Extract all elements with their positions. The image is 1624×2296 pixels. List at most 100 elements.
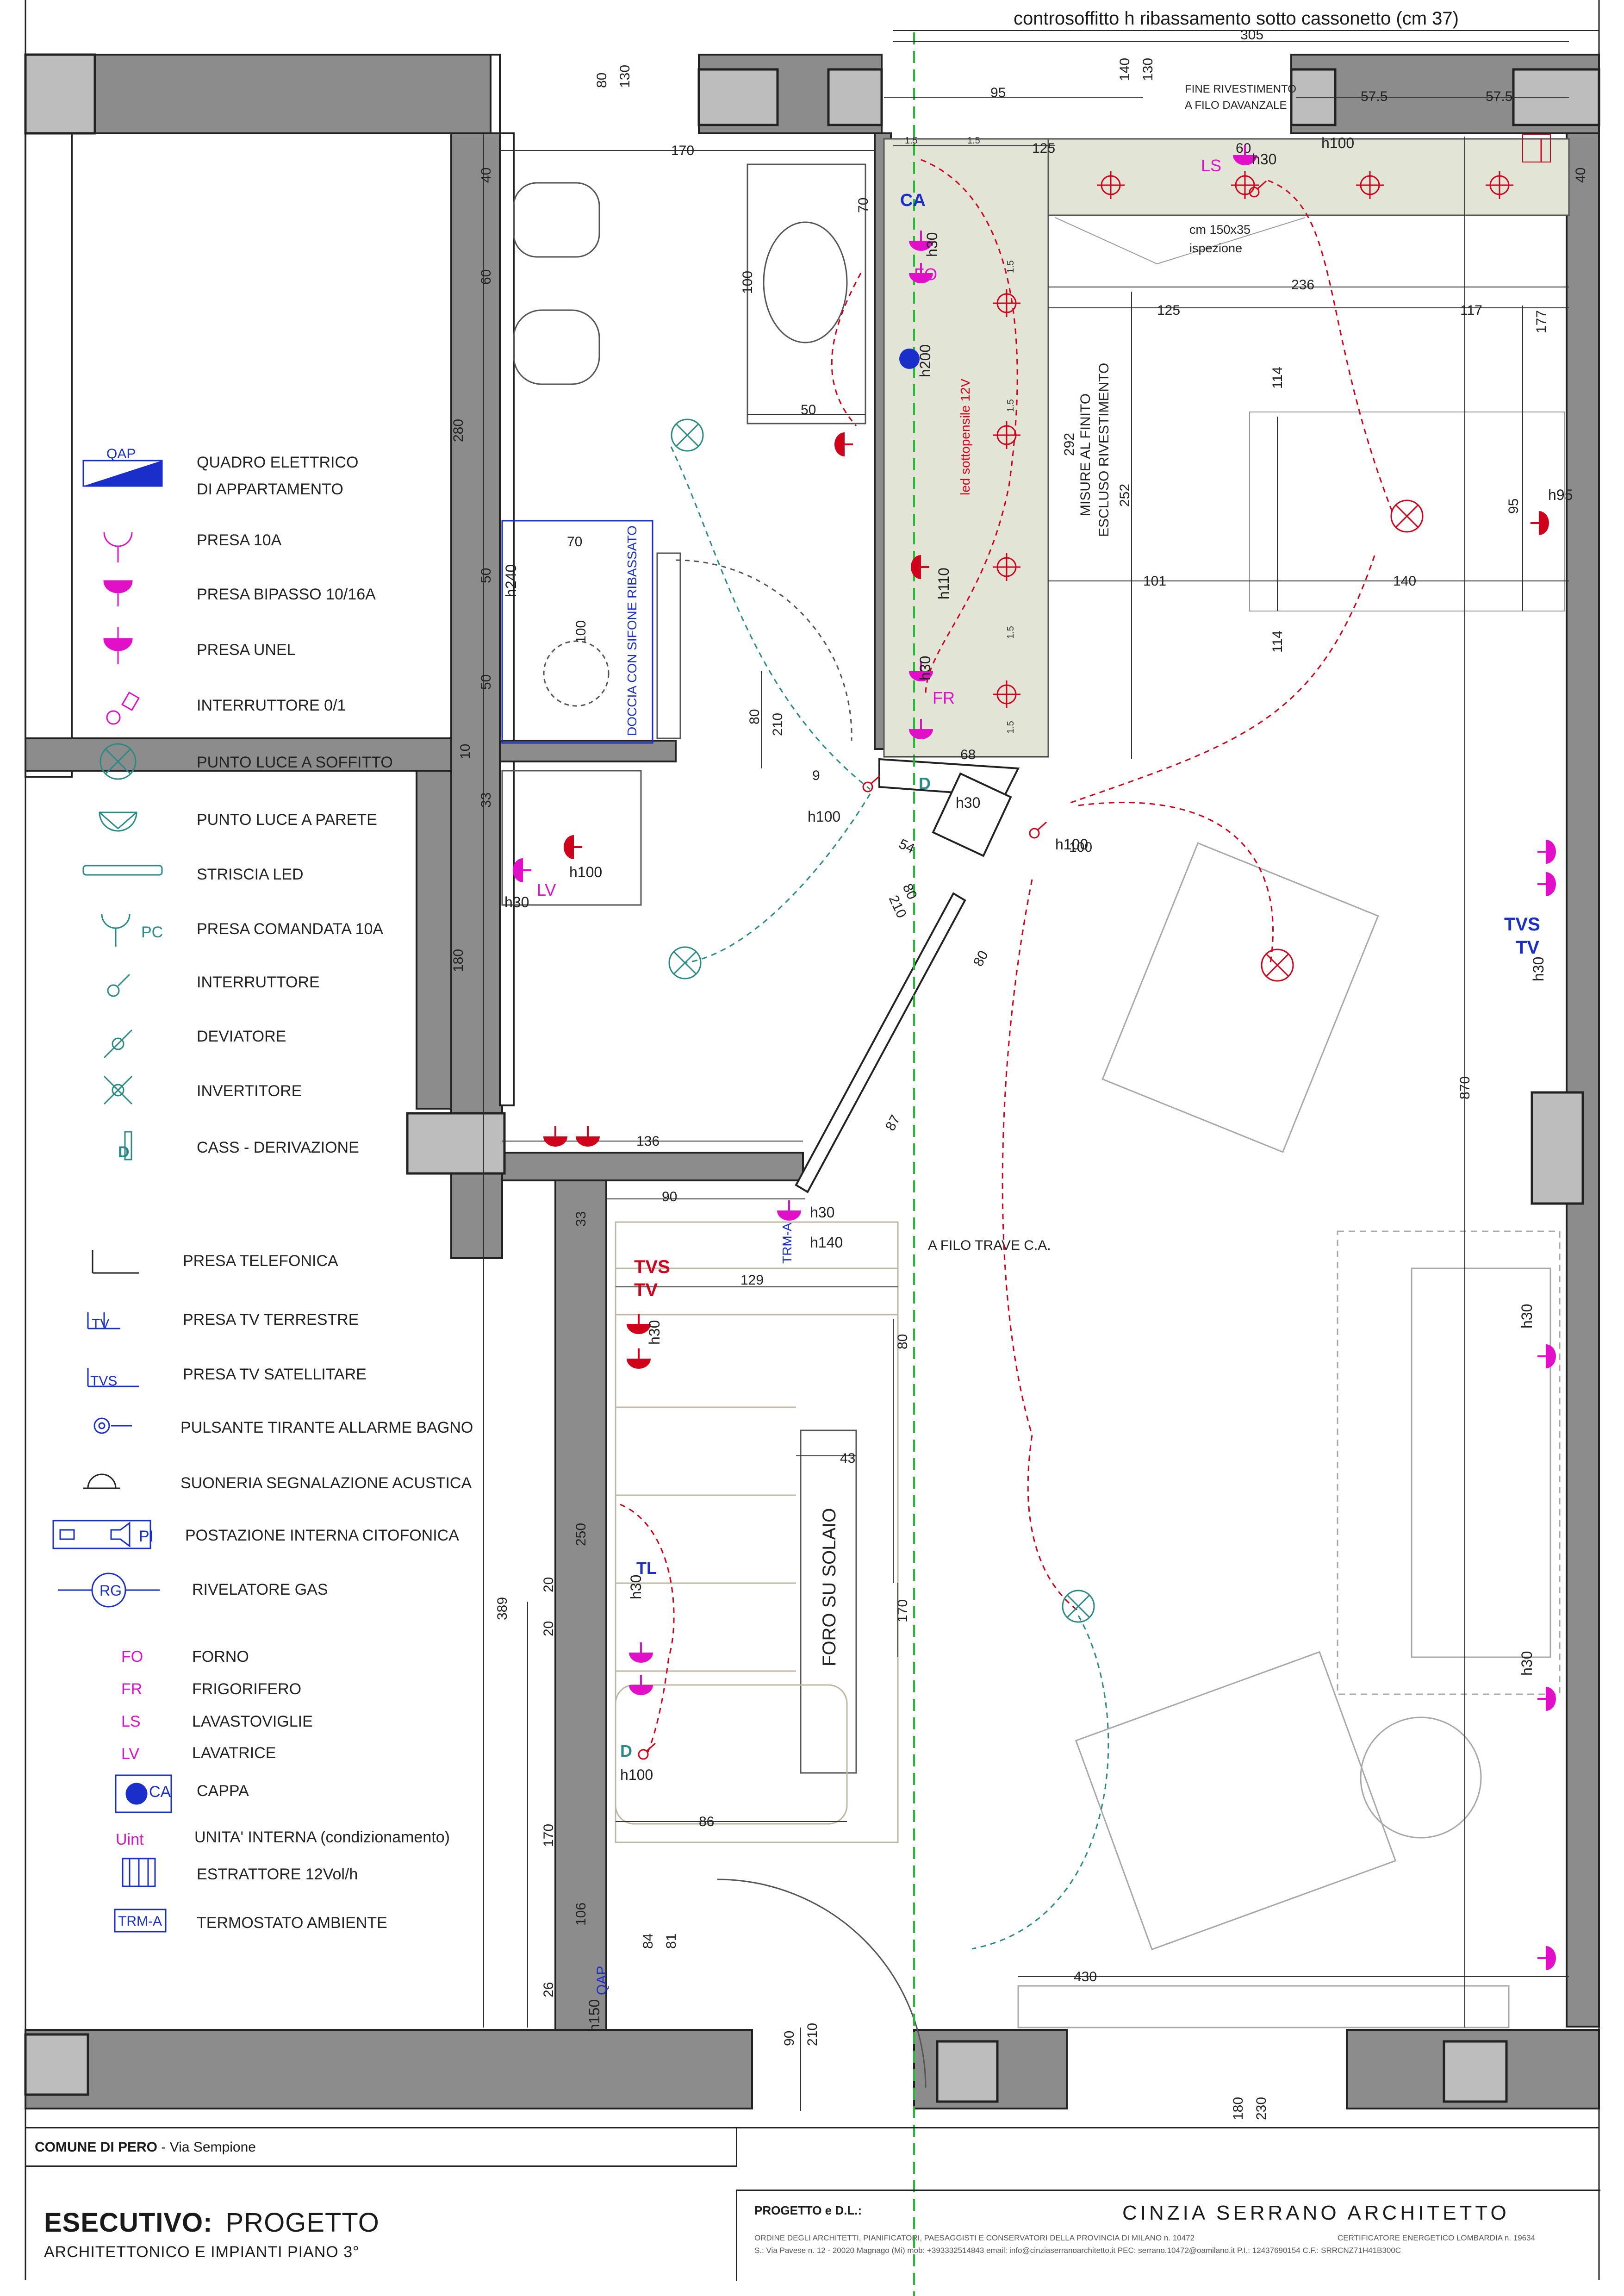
dim-1-5d: 1.5	[1006, 399, 1016, 412]
dim-125a: 125	[1032, 141, 1055, 156]
height-label: h30	[956, 794, 980, 811]
legend-label: TERMOSTATO AMBIENTE	[197, 1914, 387, 1932]
legend-tag-pc: PC	[141, 923, 163, 941]
socket-icon	[512, 857, 532, 883]
dim-90b: 90	[782, 2031, 797, 2046]
dim-33b: 33	[573, 1211, 589, 1227]
socket-bipasso-icon	[626, 1348, 652, 1370]
legend-label: PRESA TV TERRESTRE	[183, 1311, 359, 1329]
site-name: COMUNE DI PERO	[35, 2140, 158, 2155]
dim-20a: 20	[541, 1577, 556, 1592]
bathroom-fixtures	[501, 163, 866, 906]
height-label: h30	[924, 232, 940, 257]
legend-label: RIVELATORE GAS	[192, 1581, 328, 1598]
legend-label: FRIGORIFERO	[192, 1680, 301, 1698]
credit-label: PROGETTO e D.L.:	[754, 2203, 862, 2217]
ceiling-lights	[668, 170, 1514, 1623]
dim-9: 9	[812, 768, 820, 783]
height-label: h100	[569, 864, 602, 880]
oven-tag: FO	[914, 265, 937, 284]
contacts-text: S.: Via Pavese n. 12 - 20020 Magnago (Mi…	[754, 2246, 1401, 2255]
dim-114a: 114	[1270, 367, 1285, 389]
legend-label: PRESA 10A	[197, 531, 282, 549]
dim-86: 86	[699, 1814, 714, 1829]
dim-170a: 170	[671, 143, 694, 158]
dim-1-5a: 1.5	[905, 136, 918, 146]
hood-tag: CA	[900, 191, 926, 210]
phase-title: ESECUTIVO:	[44, 2208, 213, 2238]
header-note: controsoffitto h ribassamento sotto cass…	[1014, 8, 1459, 29]
height-label: h30	[628, 1575, 644, 1599]
title-block	[25, 2127, 1599, 2281]
dim-43: 43	[840, 1451, 855, 1466]
fridge-tag: FR	[933, 688, 955, 707]
note-doccia: DOCCIA CON SIFONE RIBASSATO	[625, 525, 639, 736]
dim-70b: 70	[567, 534, 582, 549]
legend-label: INTERRUTTORE	[197, 973, 320, 991]
note-escluso-rivestimento: ESCLUSO RIVESTIMENTO	[1096, 363, 1112, 537]
legend-label: LAVATRICE	[192, 1744, 276, 1762]
dim-50b: 50	[479, 568, 494, 583]
dim-80a: 80	[594, 73, 610, 88]
site-street: - Via Sempione	[161, 2140, 256, 2155]
legend-tag-rg: RG	[100, 1582, 122, 1599]
legend-label: STRISCIA LED	[197, 866, 304, 883]
height-label: h200	[917, 344, 933, 377]
note-ispezione-size: cm 150x35	[1189, 223, 1251, 237]
dim-40a: 40	[479, 168, 494, 183]
legend-label: SUONERIA SEGNALAZIONE ACUSTICA	[180, 1474, 472, 1492]
legend-label: DI APPARTAMENTO	[197, 480, 343, 498]
dim-210c: 210	[805, 2023, 820, 2046]
legend-label: INTERRUTTORE 0/1	[197, 697, 346, 714]
height-label: h110	[935, 568, 952, 599]
note-foro-su-solaio: FORO SU SOLAIO	[819, 1508, 840, 1666]
dim-80d: 80	[971, 948, 991, 969]
living-furniture	[717, 842, 1561, 2088]
dim-33a: 33	[479, 792, 494, 808]
dim-170b: 170	[541, 1824, 556, 1847]
panel-tag: QAP	[594, 1966, 610, 1995]
dim-57-5b: 57.5	[1486, 89, 1512, 104]
height-label: h100	[808, 808, 840, 825]
walls	[25, 54, 1600, 2109]
dim-40b: 40	[1573, 168, 1588, 183]
dim-177: 177	[1534, 310, 1549, 333]
legend-label: FORNO	[192, 1648, 249, 1666]
dim-140: 140	[1117, 58, 1132, 81]
height-label: h30	[1530, 957, 1547, 981]
dim-100c: 100	[1069, 840, 1092, 855]
dim-26: 26	[541, 1982, 556, 1997]
dim-280: 280	[451, 419, 466, 442]
dim-10: 10	[458, 744, 473, 759]
tv-socket-tag: TV	[634, 1280, 658, 1300]
stair	[615, 1221, 899, 1843]
sat-socket-tag: TVS	[634, 1257, 670, 1277]
ceiling-light-icon	[1261, 948, 1294, 982]
height-label: h30	[646, 1320, 663, 1345]
dim-1-5b: 1.5	[967, 136, 980, 146]
socket-icon	[834, 431, 854, 457]
height-label: h30	[1252, 151, 1276, 168]
dim-87: 87	[883, 1112, 903, 1133]
kitchen-counter	[883, 138, 1570, 758]
height-label: h100	[1055, 836, 1088, 853]
dim-57-5a: 57.5	[1361, 89, 1388, 104]
dim-114b: 114	[1270, 630, 1285, 653]
socket-icon	[1537, 1343, 1557, 1369]
socket-icon	[1537, 839, 1557, 865]
note-fine-rivestimento: FINE RIVESTIMENTO	[1185, 83, 1296, 95]
ceiling-light-icon	[1390, 499, 1424, 533]
dim-180b: 180	[1231, 2097, 1246, 2120]
legend-label: PRESA TV SATELLITARE	[183, 1366, 367, 1383]
washer-tag: LV	[537, 880, 556, 899]
legend-tag-fr: FR	[121, 1680, 142, 1698]
legend-tag-fo: FO	[121, 1648, 143, 1666]
legend-tag-uint: Uint	[116, 1831, 144, 1848]
dim-106: 106	[573, 1903, 589, 1926]
legend-tag-ls: LS	[121, 1713, 141, 1730]
dim-136: 136	[636, 1134, 660, 1149]
dim-80e: 80	[895, 1334, 910, 1349]
legend-label: PRESA UNEL	[197, 641, 296, 659]
dim-81: 81	[664, 1934, 679, 1949]
legend-label: CAPPA	[197, 1782, 249, 1800]
